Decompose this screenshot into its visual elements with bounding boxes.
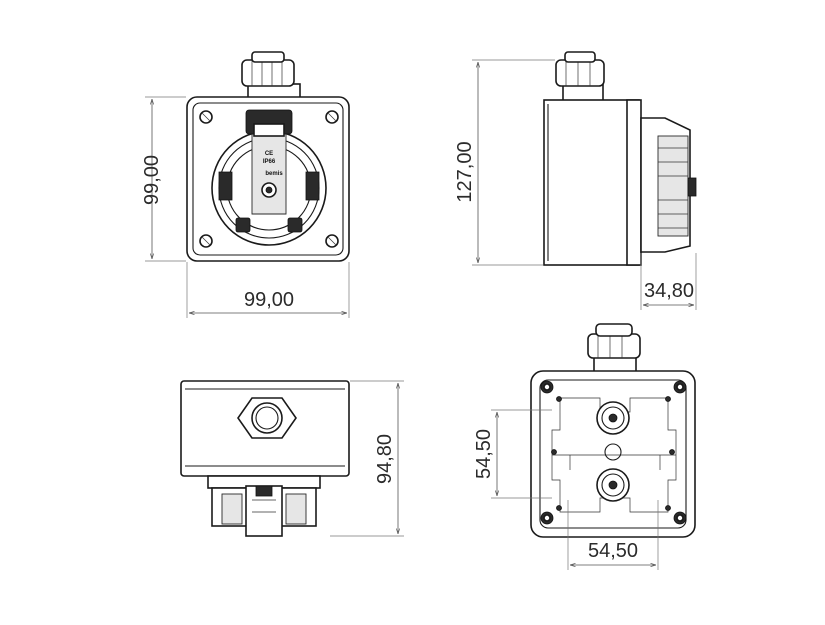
cable-gland-side: [555, 51, 605, 105]
cable-gland-back: [587, 323, 641, 375]
back-horizontal-dim: 54,50: [588, 540, 638, 562]
side-view: 127,00 34,80: [454, 51, 697, 310]
center-boss: [604, 443, 622, 461]
back-corner-screw-icon: [540, 380, 687, 525]
back-vertical-dim: 54,50: [473, 429, 495, 479]
knockout-bottom: [596, 468, 630, 502]
corner-screw-icon: [199, 110, 339, 248]
side-height-dim: 127,00: [454, 141, 476, 202]
front-view: CE IP66 bemis 99,00 99,00: [141, 51, 350, 318]
bottom-socket-profile: [207, 475, 321, 537]
bottom-height-dim: 94,80: [374, 434, 396, 484]
cable-gland-front: [241, 51, 301, 101]
mounting-hole-icon: [551, 396, 675, 511]
side-housing: [543, 99, 640, 266]
back-view: 54,50 54,50: [473, 323, 696, 570]
socket-outlet: CE IP66 bemis: [211, 109, 327, 246]
brand-label: bemis: [265, 171, 283, 177]
bottom-gland-hex: [237, 397, 297, 439]
bottom-view: 94,80: [180, 380, 404, 537]
front-height-dim: 99,00: [141, 155, 163, 205]
back-housing: [530, 370, 696, 538]
ce-mark: CE: [265, 151, 273, 157]
ip-rating-label: IP66: [263, 159, 276, 165]
side-depth-dim: 34,80: [644, 280, 694, 302]
knockout-top: [596, 401, 630, 435]
front-width-dim: 99,00: [244, 289, 294, 311]
